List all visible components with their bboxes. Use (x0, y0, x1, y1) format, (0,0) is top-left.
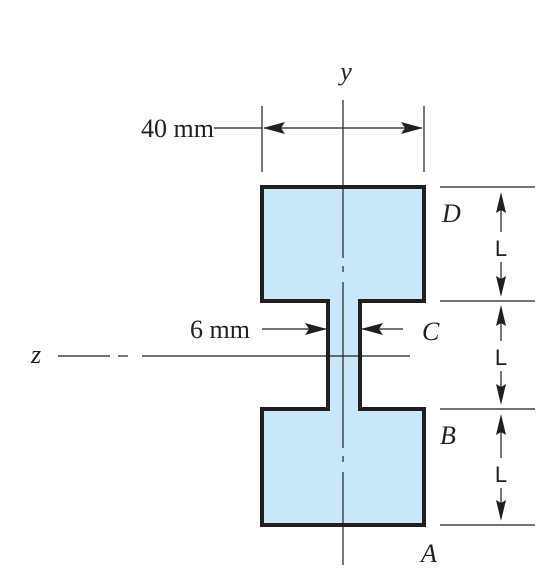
point-c-label: C (422, 317, 440, 346)
point-d-label: D (441, 199, 461, 228)
segment-2-label: L (495, 345, 507, 370)
web-dimension (262, 323, 403, 335)
web-arrow-left (305, 323, 327, 335)
point-a-label: A (419, 539, 437, 568)
y-axis-label: y (337, 57, 352, 86)
segment-dimension-3 (496, 414, 506, 521)
segment-3-label: L (495, 462, 507, 487)
web-arrow-right (361, 323, 383, 335)
z-axis-label: z (30, 340, 41, 369)
segment-dimension-1 (496, 192, 506, 297)
point-b-label: B (440, 421, 456, 450)
width-dimension-label: 40 mm (141, 114, 214, 143)
width-dimension (214, 106, 425, 172)
level-lines (440, 186, 535, 526)
segment-1-label: L (495, 236, 507, 261)
width-arrow-right (401, 122, 423, 134)
web-dimension-label: 6 mm (190, 315, 250, 344)
segment-dimension-2 (496, 305, 506, 405)
width-arrow-left (263, 122, 285, 134)
